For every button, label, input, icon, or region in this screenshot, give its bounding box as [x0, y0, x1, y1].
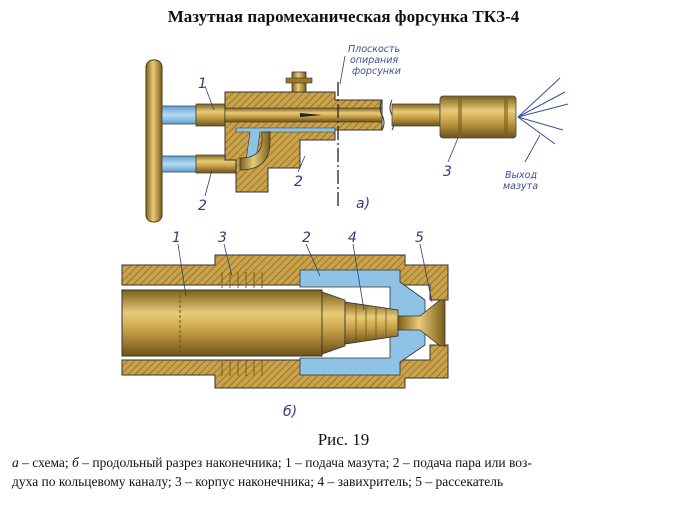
label-b-3: 3 — [218, 230, 227, 246]
steam-cavity — [299, 269, 426, 376]
label-b-4: 4 — [348, 230, 357, 246]
label-a-3: 3 — [443, 164, 452, 180]
handwheel — [145, 59, 163, 223]
elbow — [239, 131, 271, 171]
swirler — [344, 301, 399, 345]
figure-a-schematic: 1 2 2 3 а) Плоскость опирания форсунки В… — [145, 44, 569, 223]
label-b-2: 2 — [302, 230, 311, 246]
label-b-5: 5 — [415, 230, 424, 246]
label-a-2-steam: 2 — [198, 198, 207, 214]
mazut-pipe-inlet — [161, 105, 197, 125]
label-a-1: 1 — [198, 76, 207, 92]
flow-arrow — [300, 113, 322, 117]
note-plane-1: Плоскость — [348, 44, 400, 55]
view-letter-a: а) — [356, 196, 370, 212]
steam-pipe-inlet — [161, 155, 197, 173]
label-a-2-channel: 2 — [294, 174, 303, 190]
page-title: Мазутная паромеханическая форсунка ТКЗ-4 — [167, 7, 520, 26]
label-b-1: 1 — [172, 230, 181, 246]
main-tube — [121, 289, 323, 357]
note-plane-2: опирания — [350, 55, 398, 66]
figure-number: Рис. 19 — [317, 430, 370, 449]
caption-line-2: духа по кольцевому каналу; 3 – корпус на… — [12, 474, 504, 489]
splitter — [397, 299, 446, 347]
spray-rays — [517, 77, 569, 145]
note-exit-1: Выход — [505, 170, 537, 181]
note-exit-2: мазута — [503, 181, 538, 192]
caption-line-1: а – схема; б – продольный разрез наконеч… — [12, 455, 532, 470]
thread — [221, 272, 263, 376]
figure-b-section: 1 3 2 4 5 б) — [121, 230, 449, 420]
view-letter-b: б) — [283, 404, 297, 420]
note-plane-3: форсунки — [352, 66, 401, 77]
